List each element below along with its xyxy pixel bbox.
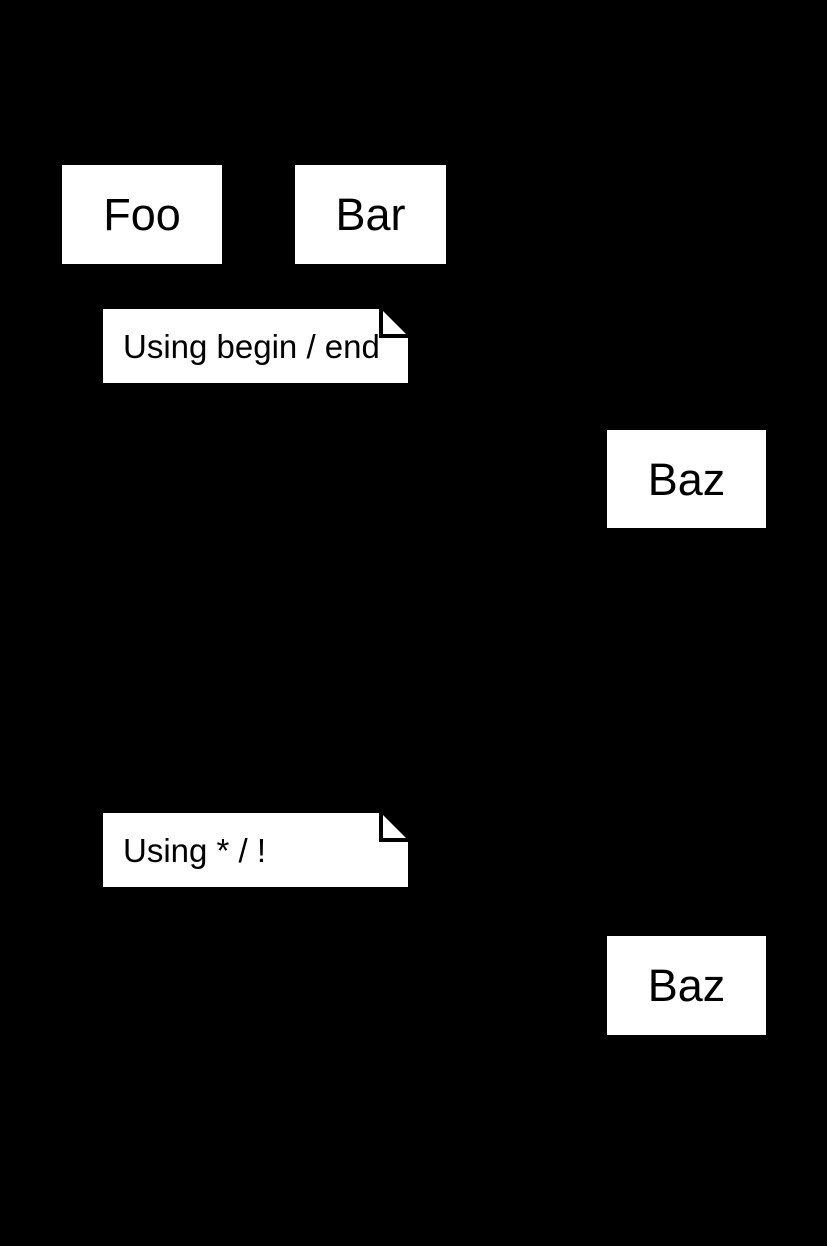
note-star-bang: Using * / !	[103, 813, 408, 887]
participant-label-foo: Foo	[103, 189, 181, 240]
participant-box-foo: Foo	[62, 165, 222, 264]
participant-box-baz-2: Baz	[607, 936, 766, 1035]
note-fold-corner-icon	[379, 813, 408, 842]
note-fold-corner-icon	[379, 309, 408, 338]
participant-label-baz-2: Baz	[647, 960, 726, 1011]
note-star-bang-text: Using * / !	[123, 831, 267, 869]
note-begin-end-text: Using begin / end	[123, 327, 380, 365]
participant-box-bar: Bar	[295, 165, 446, 264]
participant-label-baz-1: Baz	[647, 453, 726, 505]
participant-label-bar: Bar	[335, 189, 406, 240]
note-shape	[103, 309, 408, 383]
note-shape	[103, 813, 408, 887]
participant-box-baz-1: Baz	[607, 430, 766, 528]
note-begin-end: Using begin / end	[103, 309, 408, 383]
